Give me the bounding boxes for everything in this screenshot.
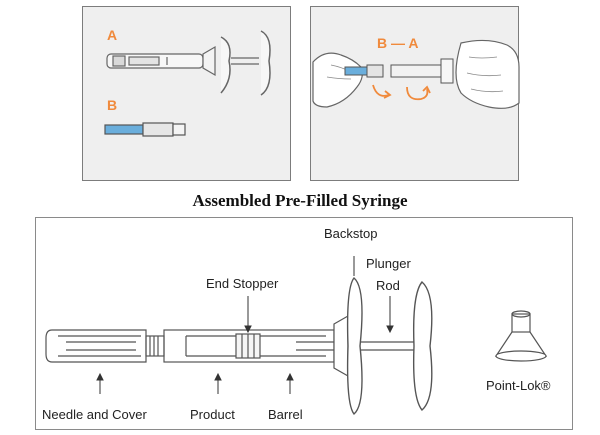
rotate-arrow-icon <box>372 84 390 97</box>
point-lok-shape <box>494 310 548 362</box>
backstop-shape <box>346 277 363 415</box>
finger-flange-shape <box>333 314 349 378</box>
label-b-a: B — A <box>377 35 419 51</box>
label-product: Product <box>190 407 235 422</box>
label-backstop: Backstop <box>324 226 378 241</box>
label-point-lok: Point-Lok® <box>486 378 551 393</box>
needle-cover-shape <box>45 329 147 363</box>
label-plunger: Plunger <box>366 256 411 271</box>
syringe-body-a <box>106 30 271 96</box>
plunger-thumb-shape <box>413 281 433 411</box>
syringe-diagram-panel: Backstop Plunger Rod End Stopper Needle … <box>35 217 573 430</box>
label-a: A <box>107 27 118 43</box>
needle-assembly-b <box>104 122 186 137</box>
component-panel: A B <box>82 6 291 181</box>
label-b: B <box>107 97 118 113</box>
component-illustration <box>104 30 271 137</box>
label-barrel: Barrel <box>268 407 303 422</box>
hub-shape <box>145 335 165 357</box>
syringe-diagram <box>45 256 548 415</box>
label-end-stopper: End Stopper <box>206 276 279 291</box>
left-hand <box>312 52 363 108</box>
assembly-illustration <box>312 39 520 109</box>
diagram-title: Assembled Pre-Filled Syringe <box>192 191 408 210</box>
needle-piece <box>344 66 368 76</box>
label-needle-and-cover: Needle and Cover <box>42 407 147 422</box>
assembly-panel: B — A <box>310 6 520 181</box>
label-rod: Rod <box>376 278 400 293</box>
rotate-arrow-icon <box>406 86 429 101</box>
right-hand <box>455 39 520 109</box>
